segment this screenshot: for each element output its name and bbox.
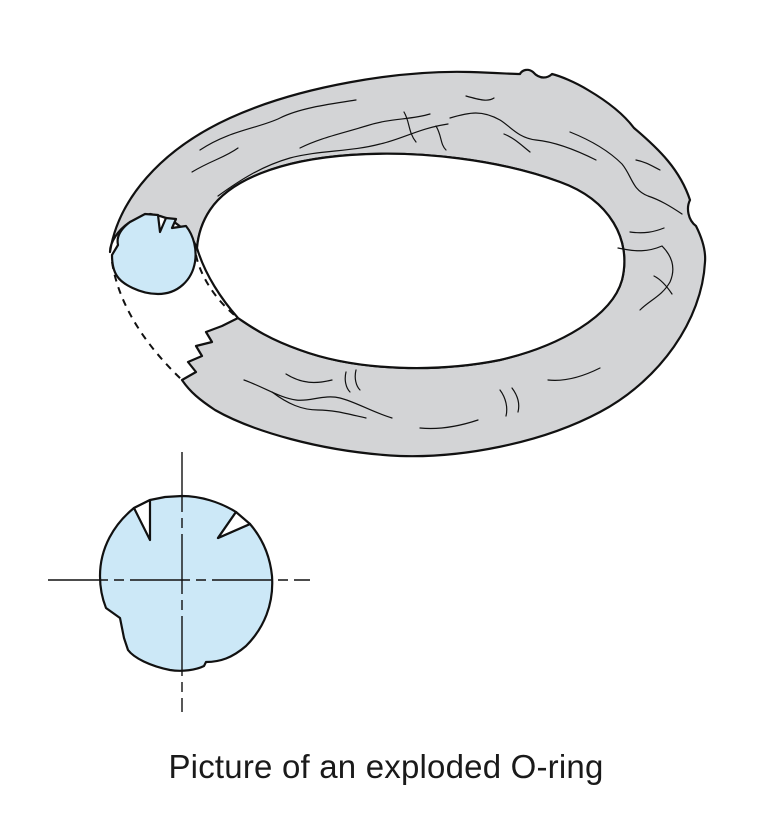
o-ring-hole: [195, 152, 626, 370]
enlarged-cross-section: [48, 452, 310, 712]
removed-segment-outline-inner: [195, 254, 239, 319]
ring-texture: [191, 95, 683, 430]
removed-segment-outline-outer: [111, 261, 183, 381]
cut-end-cross-section: [110, 212, 197, 296]
figure-caption: Picture of an exploded O-ring: [168, 748, 604, 785]
